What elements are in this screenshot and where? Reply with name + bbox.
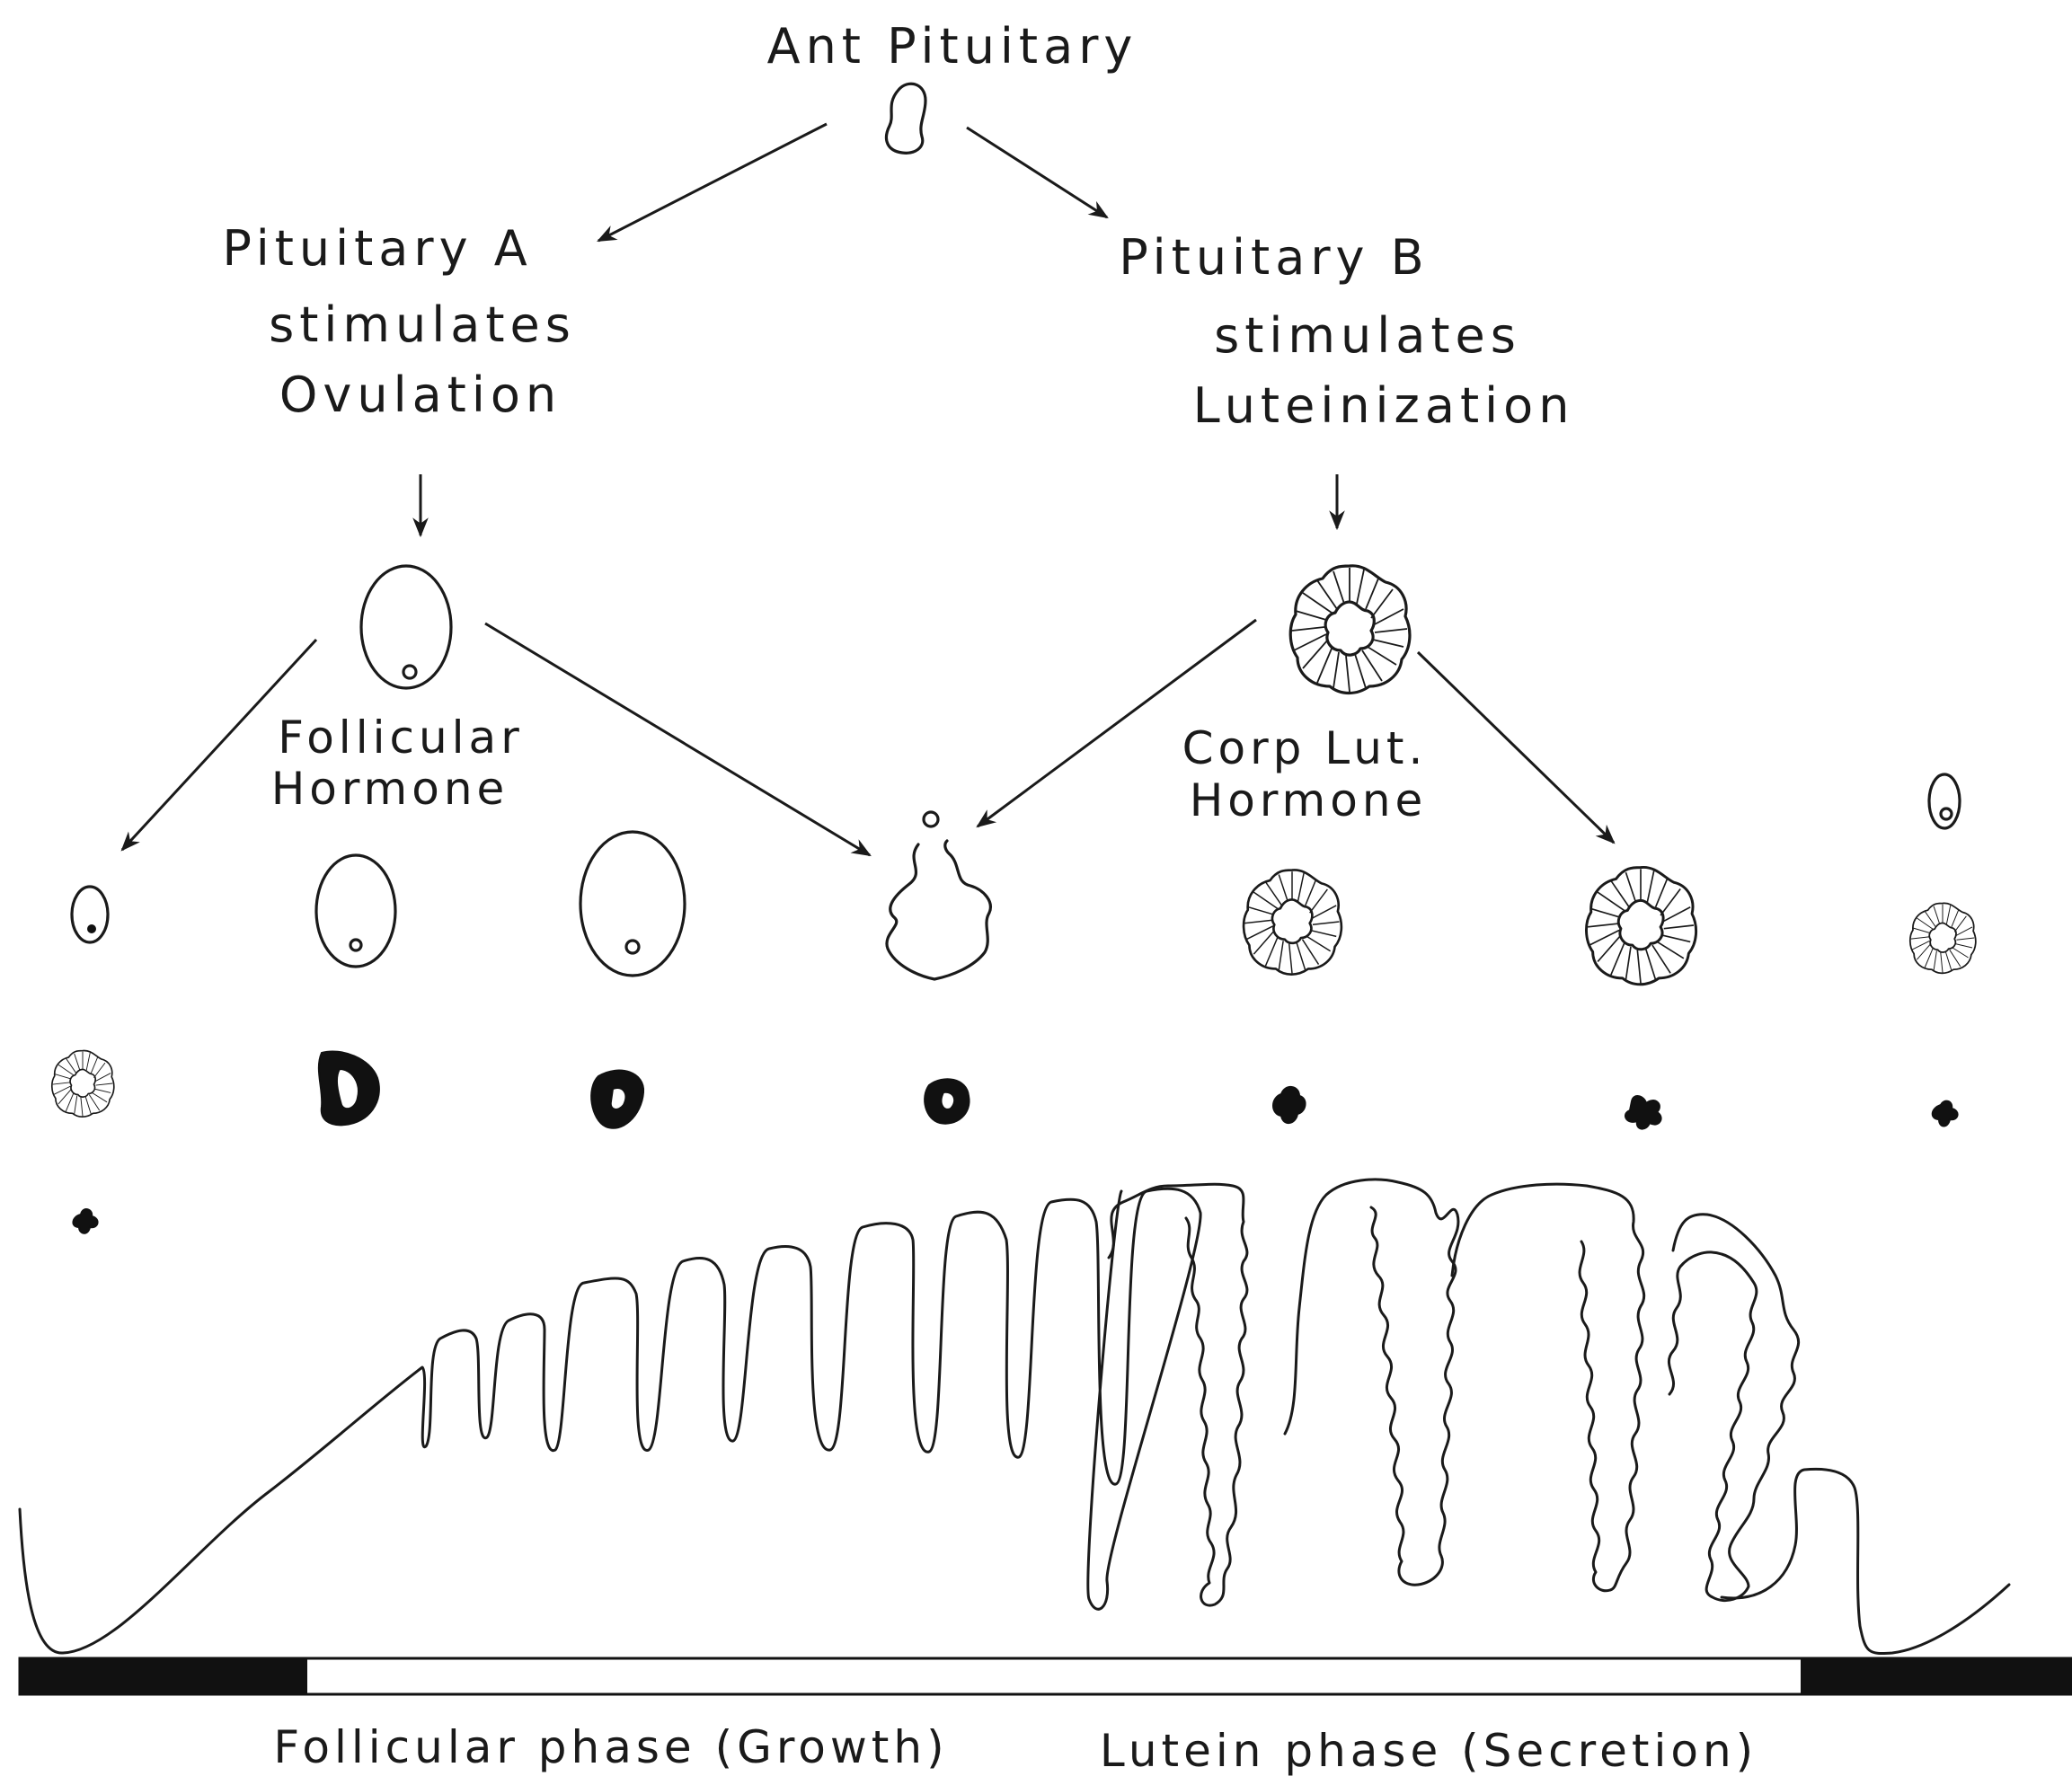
corpus-albicans-2: [591, 1071, 643, 1128]
corpus-luteum-regressing: [1910, 903, 1976, 973]
corpus-luteum-forming: [1244, 870, 1341, 974]
follicular-hormone-label-2: Hormone: [271, 763, 509, 815]
pituitary-b-label: Pituitary B: [1119, 229, 1429, 286]
endometrium-secretory-glands-4: [1669, 1215, 1798, 1601]
corpus-albicans-5: [1625, 1096, 1661, 1129]
corpus-albicans-4: [1273, 1087, 1306, 1123]
new-follicle: [1929, 774, 1960, 828]
corpus-albicans-icon: [319, 1051, 379, 1125]
follicle-stage-2: [316, 855, 395, 967]
lutein-phase-label: Lutein phase (Secretion): [1100, 1725, 1758, 1777]
pituitary-b-stimulates-label: stimulates: [1214, 307, 1521, 364]
arrow-follicle-to-ovulation: [485, 623, 870, 855]
ant-pituitary-label: Ant Pituitary: [767, 18, 1138, 75]
pituitary-a-label: Pituitary A: [222, 220, 532, 277]
ovulation-label: Ovulation: [279, 367, 562, 423]
corp-lut-hormone-label-2: Hormone: [1190, 774, 1428, 826]
follicular-phase-label: Follicular phase (Growth): [273, 1721, 948, 1773]
corpus-luteum-icon: [1290, 566, 1410, 694]
menstrual-phase-segment-start: [20, 1658, 307, 1694]
follicle-stage-3: [580, 832, 685, 976]
follicle-stage-1: [72, 887, 108, 942]
pituitary-gland-icon: [886, 84, 925, 153]
arrow-to-pituitary-a: [598, 124, 827, 241]
endometrium-secretory-glands-2: [1285, 1180, 1458, 1585]
corpus-luteum-mature: [1586, 867, 1696, 984]
endometrium-secretory-glands: [1109, 1184, 1247, 1605]
corpus-albicans-7: [73, 1209, 97, 1233]
ruptured-follicle-ovulation: [887, 812, 990, 979]
corpus-albicans-3: [925, 1079, 969, 1123]
corp-lut-hormone-label-1: Corp Lut.: [1182, 722, 1428, 774]
cycle-phase-bar: [20, 1658, 2072, 1694]
corpus-albicans-6: [1933, 1101, 1958, 1127]
endometrium-menstrual-drop: [1722, 1469, 2009, 1653]
corpus-luteum-old: [52, 1050, 114, 1117]
endometrium-curve: [20, 1189, 1200, 1653]
pituitary-a-stimulates-label: stimulates: [269, 296, 576, 353]
arrow-to-pituitary-b: [967, 128, 1107, 217]
menstrual-phase-segment-end: [1801, 1658, 2072, 1694]
follicular-hormone-label-1: Follicular: [278, 711, 524, 764]
luteinization-label: Luteinization: [1193, 377, 1575, 434]
arrow-cl-to-mature: [1418, 652, 1614, 843]
ovarian-follicle-icon: [361, 566, 451, 688]
endometrium-secretory-glands-3: [1452, 1184, 1644, 1591]
